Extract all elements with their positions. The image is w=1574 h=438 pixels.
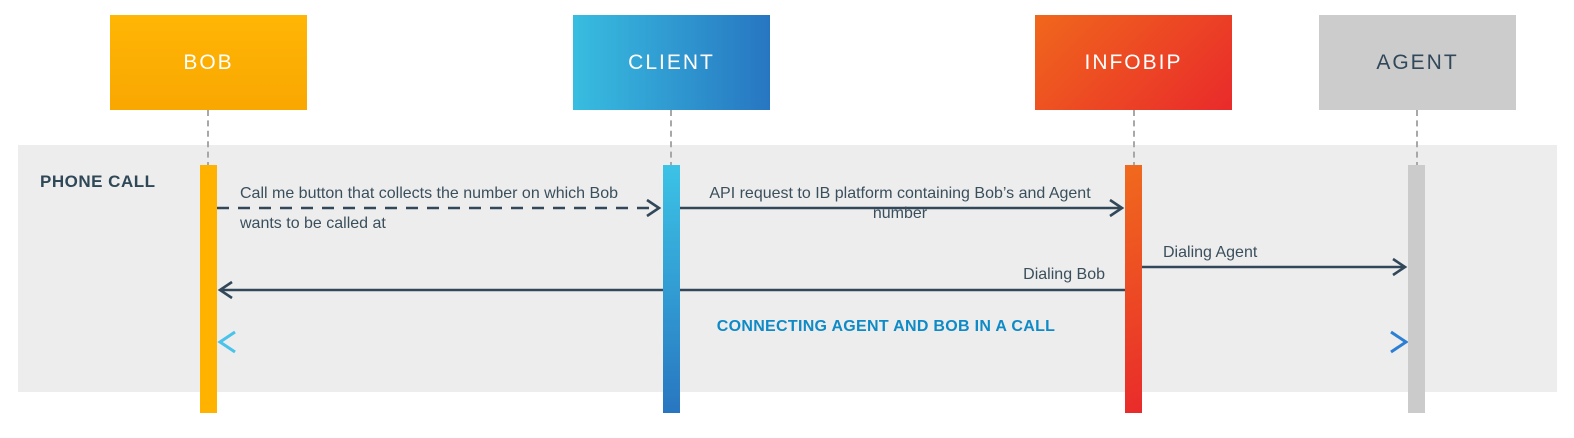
- phase-label: PHONE CALL: [40, 172, 156, 191]
- message-label-api-request: API request to IB platform containing Bo…: [709, 185, 1091, 222]
- activation-bar-client: [663, 165, 680, 413]
- actor-label-infobip: INFOBIP: [1084, 50, 1183, 74]
- message-label-dialing-bob: Dialing Bob: [1023, 266, 1105, 283]
- lifeline-agent: [1416, 110, 1418, 168]
- actor-box-client: CLIENT: [573, 15, 770, 110]
- message-label-dialing-agent: Dialing Agent: [1163, 244, 1258, 261]
- message-label-call-me-line1: Call me button that collects the number …: [240, 185, 618, 202]
- activation-bar-agent: [1408, 165, 1425, 413]
- actor-box-infobip: INFOBIP: [1035, 15, 1232, 110]
- actor-label-client: CLIENT: [628, 50, 715, 74]
- activation-bar-bob: [200, 165, 217, 413]
- actor-box-agent: AGENT: [1319, 15, 1516, 110]
- message-label-call-me-line2: wants to be called at: [240, 215, 386, 232]
- message-label-connecting-call: CONNECTING AGENT AND BOB IN A CALL: [716, 318, 1056, 335]
- lifeline-client: [670, 110, 672, 168]
- actor-label-agent: AGENT: [1376, 50, 1459, 74]
- lifeline-infobip: [1133, 110, 1135, 168]
- activation-bar-infobip: [1125, 165, 1142, 413]
- phase-band: [18, 145, 1557, 392]
- actor-label-bob: BOB: [183, 50, 234, 74]
- lifeline-bob: [207, 110, 209, 168]
- actor-box-bob: BOB: [110, 15, 307, 110]
